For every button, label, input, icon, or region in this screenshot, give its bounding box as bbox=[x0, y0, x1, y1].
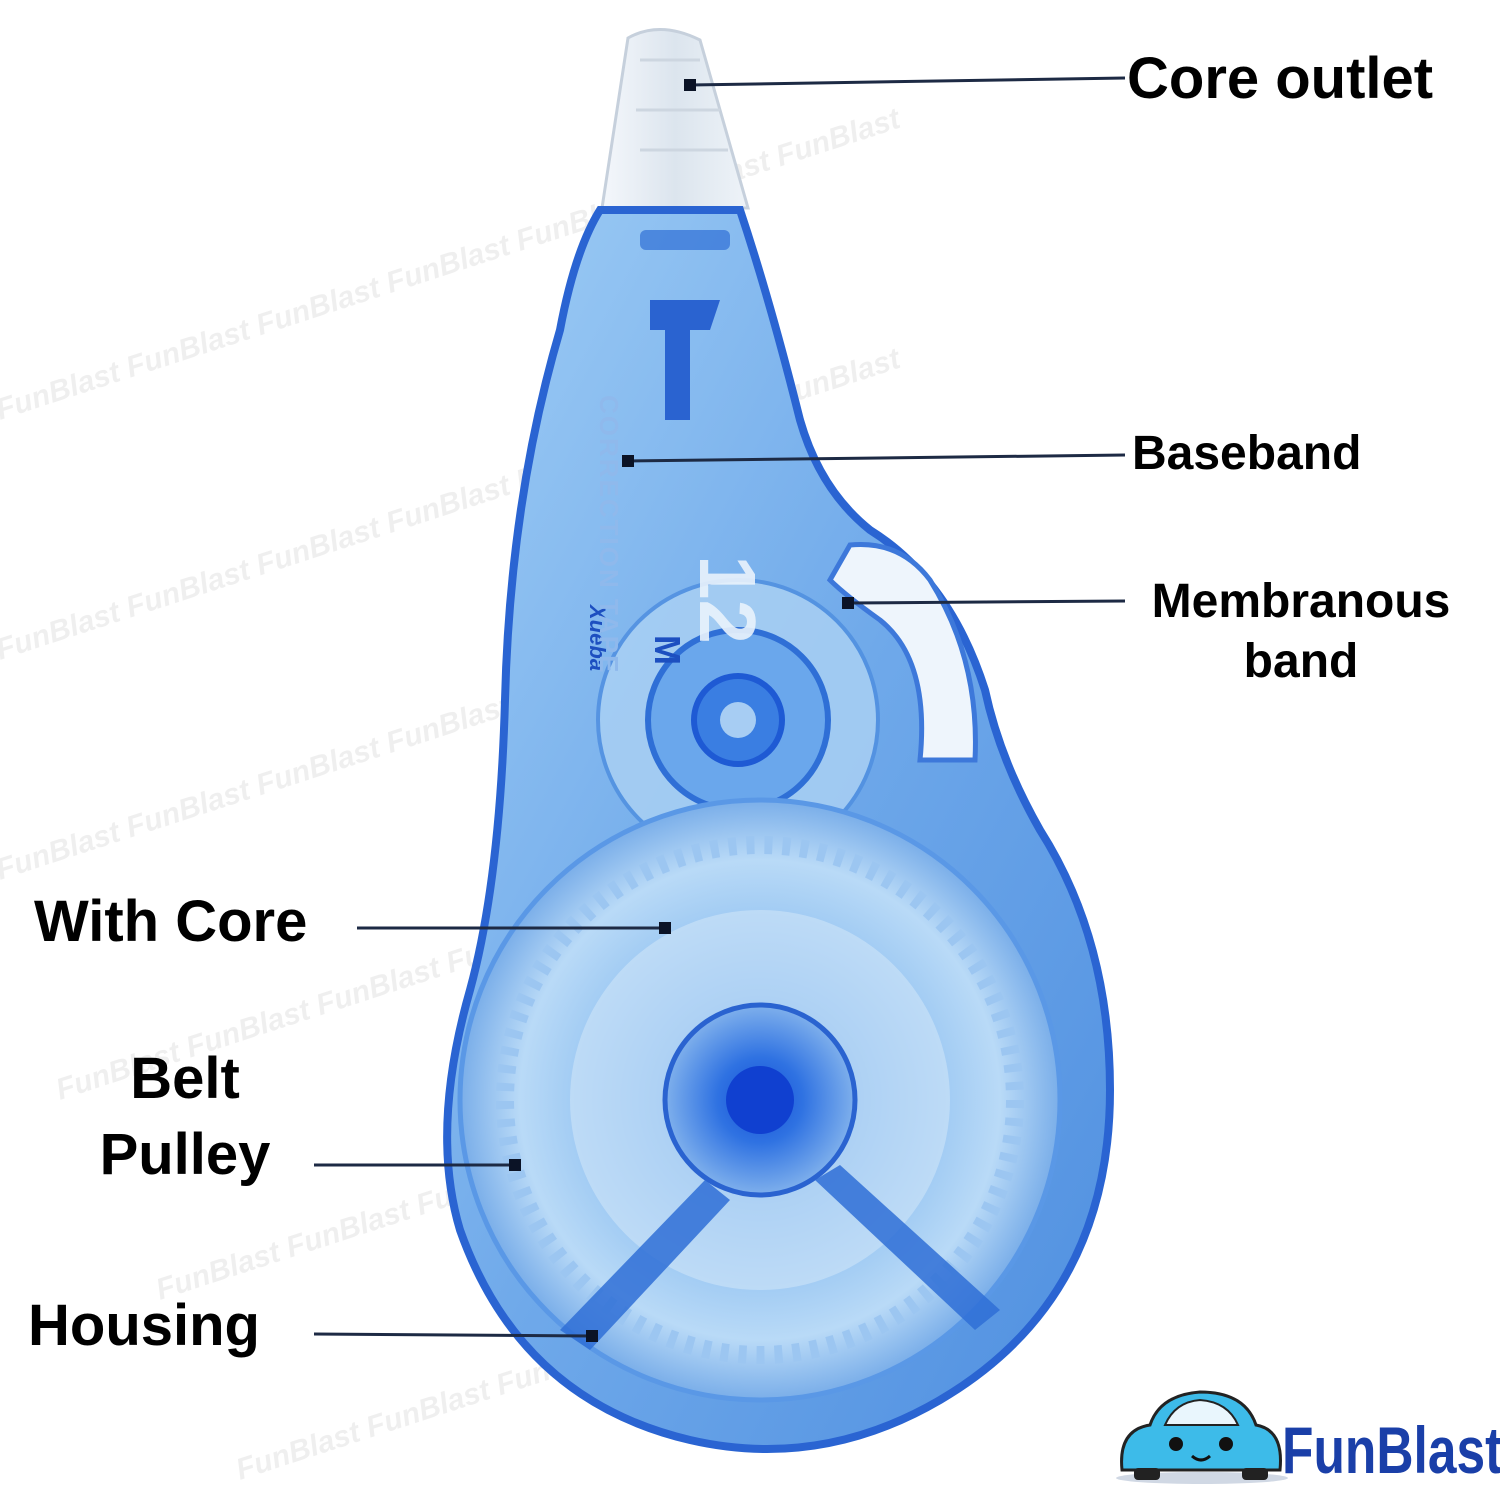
capacity-print: 12 bbox=[683, 555, 772, 644]
label-housing: Housing bbox=[28, 1293, 260, 1358]
leader-core-outlet bbox=[689, 76, 1126, 87]
leader-baseband bbox=[627, 453, 1126, 463]
membranous-band-window bbox=[826, 541, 978, 763]
label-baseband: Baseband bbox=[1132, 427, 1362, 480]
correction-tape-dispenser: 12 M Xueba CORRECTION TAPE bbox=[443, 28, 1115, 1453]
label-with-core: With Core bbox=[34, 889, 308, 954]
label-membranous-line2: band bbox=[1243, 635, 1359, 688]
label-membranous-band: Membranous band bbox=[1136, 578, 1466, 686]
label-core-outlet: Core outlet bbox=[1127, 46, 1434, 111]
label-belt-pulley: Belt Pulley bbox=[70, 1050, 300, 1184]
unit-print: M bbox=[647, 635, 688, 665]
brand-print: Xueba bbox=[585, 603, 610, 671]
label-belt-line1: Belt bbox=[130, 1046, 240, 1111]
leader-membranous-band bbox=[847, 599, 1126, 605]
label-belt-line2: Pulley bbox=[99, 1122, 271, 1187]
blue-car-icon bbox=[1116, 1390, 1288, 1484]
leader-housing bbox=[313, 1332, 593, 1338]
product-name-print: CORRECTION TAPE bbox=[594, 395, 624, 674]
core-outlet-tip bbox=[600, 28, 750, 210]
leader-lines bbox=[313, 76, 1126, 1342]
brand-logo-text: FunBlast bbox=[1282, 1413, 1500, 1487]
label-membranous-line1: Membranous bbox=[1151, 575, 1451, 628]
